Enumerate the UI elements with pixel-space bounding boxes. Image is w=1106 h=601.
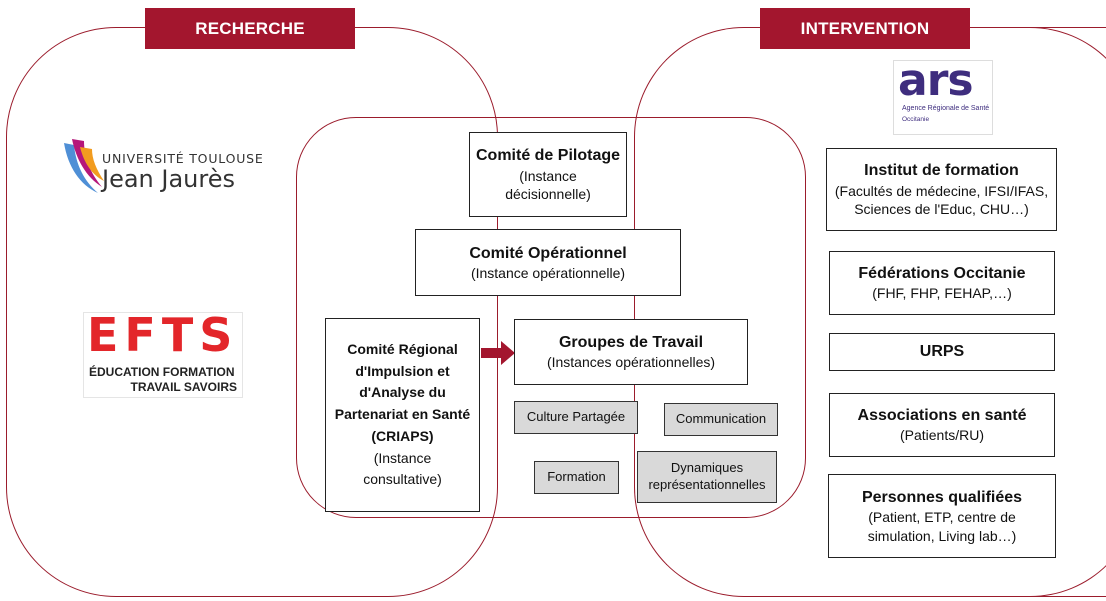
comite-operationnel-box: Comité Opérationnel (Instance opérationn… [415, 229, 681, 296]
header-intervention: INTERVENTION [760, 8, 970, 49]
efts-line2: TRAVAIL SAVOIRS [130, 380, 237, 394]
criaps-l2: d'Impulsion et [355, 362, 450, 379]
groupes-travail-sub: (Instances opérationnelles) [546, 354, 716, 371]
comite-pilotage-title: Comité de Pilotage [475, 147, 621, 165]
dynamiques-box: Dynamiques représentationnelles [637, 451, 777, 503]
efts-logo: EFTS ÉDUCATION FORMATION TRAVAIL SAVOIRS [83, 308, 243, 398]
criaps-l5: (CRIAPS) [371, 427, 434, 444]
ars-line2: Occitanie [902, 116, 930, 123]
communication-label: Communication [675, 411, 767, 427]
ut2j-logo: UNIVERSITÉ TOULOUSE Jean Jaurès [58, 135, 278, 205]
institut-formation-box: Institut de formation (Facultés de médec… [826, 148, 1057, 231]
personnes-qualifiees-title: Personnes qualifiées [861, 488, 1023, 506]
personnes-qualifiees-box: Personnes qualifiées (Patient, ETP, cent… [828, 474, 1056, 558]
efts-line1: ÉDUCATION FORMATION [89, 365, 235, 379]
federations-title: Fédérations Occitanie [858, 265, 1026, 283]
institut-formation-title: Institut de formation [864, 162, 1019, 180]
federations-sub: (FHF, FHP, FEHAP,…) [872, 285, 1012, 302]
associations-title: Associations en santé [857, 407, 1027, 425]
criaps-sub1: (Instance [373, 449, 432, 466]
center-region [296, 117, 806, 518]
ars-mark: ars [898, 55, 974, 106]
arrow-right-icon [481, 341, 515, 365]
federations-box: Fédérations Occitanie (FHF, FHP, FEHAP,…… [829, 251, 1055, 315]
communication-box: Communication [664, 403, 778, 436]
associations-box: Associations en santé (Patients/RU) [829, 393, 1055, 457]
urps-title: URPS [919, 343, 965, 361]
criaps-l3: d'Analyse du [359, 384, 446, 401]
culture-partagee-box: Culture Partagée [514, 401, 638, 434]
criaps-l4: Partenariat en Santé [334, 406, 471, 423]
ars-line1: Agence Régionale de Santé [902, 105, 990, 112]
efts-mark: EFTS [87, 308, 239, 362]
header-recherche: RECHERCHE [145, 8, 355, 49]
dynamiques-l2: représentationnelles [648, 477, 766, 492]
ars-logo: ars Agence Régionale de Santé Occitanie [893, 55, 993, 135]
ut2j-mark-icon [64, 139, 104, 193]
groupes-travail-title: Groupes de Travail [558, 334, 704, 352]
comite-pilotage-sub2: décisionnelle) [505, 186, 591, 203]
ut2j-line2: Jean Jaurès [102, 165, 235, 193]
comite-pilotage-sub1: (Instance [519, 167, 577, 184]
criaps-box: Comité Régional d'Impulsion et d'Analyse… [325, 318, 480, 512]
dynamiques-l1: Dynamiques [670, 460, 744, 476]
comite-operationnel-sub: (Instance opérationnelle) [470, 264, 626, 281]
ut2j-line1: UNIVERSITÉ TOULOUSE [102, 151, 264, 166]
criaps-l1: Comité Régional [347, 341, 458, 358]
formation-label: Formation [547, 469, 606, 485]
culture-partagee-label: Culture Partagée [526, 409, 626, 425]
institut-formation-l1: (Facultés de médecine, IFSI/IFAS, [834, 182, 1049, 199]
comite-pilotage-box: Comité de Pilotage (Instance décisionnel… [469, 132, 627, 217]
formation-box: Formation [534, 461, 619, 494]
institut-formation-l2: Sciences de l'Educ, CHU…) [854, 201, 1029, 218]
groupes-travail-box: Groupes de Travail (Instances opérationn… [514, 319, 748, 385]
intervention-region-right-curve [900, 27, 1106, 597]
criaps-sub2: consultative) [363, 471, 442, 488]
comite-operationnel-title: Comité Opérationnel [469, 244, 627, 262]
personnes-qualifiees-l2: simulation, Living lab…) [867, 527, 1017, 544]
associations-sub: (Patients/RU) [899, 427, 985, 444]
urps-box: URPS [829, 333, 1055, 371]
personnes-qualifiees-l1: (Patient, ETP, centre de [868, 509, 1016, 526]
